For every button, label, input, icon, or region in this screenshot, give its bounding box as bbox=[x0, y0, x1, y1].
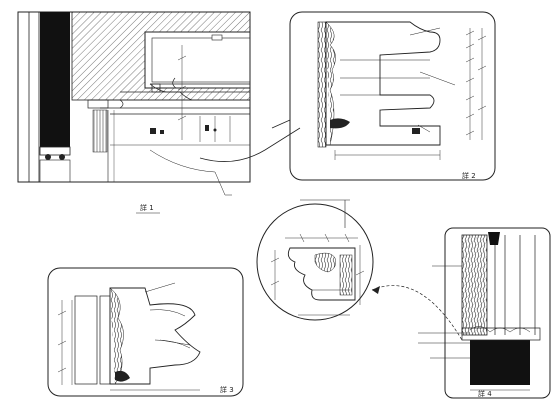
detail-4-frame bbox=[444, 227, 551, 399]
detail-2-dimensions bbox=[334, 28, 487, 160]
ceiling-recess bbox=[144, 31, 251, 89]
detail-4-view: 詳 4 bbox=[418, 227, 551, 399]
center-circle bbox=[256, 203, 374, 321]
detail-2-frame bbox=[289, 11, 496, 181]
curtain-bristle bbox=[92, 109, 108, 153]
main-section-view: 詳 1 bbox=[17, 11, 301, 214]
left-wall-strip bbox=[28, 11, 40, 183]
cornice-profile bbox=[90, 77, 250, 115]
detail-4-base-block bbox=[470, 340, 530, 385]
detail-3-moulding bbox=[74, 287, 201, 385]
detail-3-frame bbox=[47, 267, 244, 397]
black-column bbox=[40, 12, 70, 147]
detail-2-label: 詳 2 bbox=[462, 171, 476, 180]
column-base-blocks bbox=[39, 146, 71, 183]
center-to-right-leader bbox=[371, 285, 463, 341]
leader-to-detail-2 bbox=[199, 127, 301, 162]
detail-2-moulding bbox=[317, 21, 441, 148]
detail-4-label: 詳 4 bbox=[478, 389, 492, 398]
detail-2-view: 詳 2 bbox=[289, 11, 496, 181]
center-moulding bbox=[287, 247, 356, 301]
detail-3-view: 詳 3 bbox=[47, 267, 244, 397]
detail-3-label: 詳 3 bbox=[220, 385, 234, 394]
main-section-label: 詳 1 bbox=[140, 203, 154, 212]
pendant-markers bbox=[150, 125, 217, 134]
center-circle-detail bbox=[256, 199, 463, 341]
